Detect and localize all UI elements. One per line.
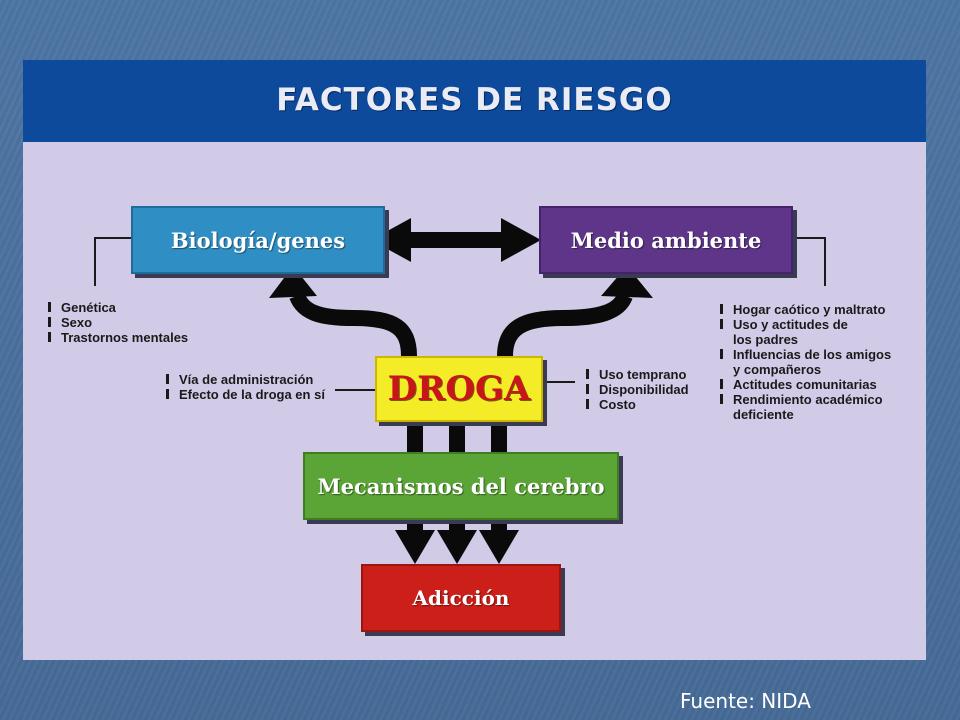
bullet-mark xyxy=(48,317,51,327)
bullet-mark xyxy=(586,369,589,379)
list-item: Sexo xyxy=(45,315,245,330)
list-item-text: deficiente xyxy=(733,407,794,422)
list-item-text: Sexo xyxy=(61,315,93,330)
list-item-text: Influencias de los amigos xyxy=(733,347,892,362)
list-item-text: Actitudes comunitarias xyxy=(733,377,877,392)
box-mecanismos-cerebro: Mecanismos del cerebro xyxy=(303,452,619,520)
list-droga-factors-right: Uso temprano Disponibilidad Costo xyxy=(583,367,733,412)
bullet-mark xyxy=(720,349,723,359)
diagram-connectors xyxy=(94,218,826,564)
bullet-mark xyxy=(48,332,51,342)
list-item-text: Vía de administración xyxy=(179,372,314,387)
bullet-mark xyxy=(720,394,723,404)
list-item-text: Rendimiento académico xyxy=(733,392,883,407)
list-item: Uso y actitudes de xyxy=(717,317,922,332)
down-arrow-3-head xyxy=(479,530,519,564)
bullet-mark xyxy=(586,384,589,394)
bracket-right xyxy=(789,237,826,286)
list-item-text: Costo xyxy=(599,397,636,412)
list-medio-factors: Hogar caótico y maltrato Uso y actitudes… xyxy=(717,302,922,422)
list-droga-factors-left: Vía de administración Efecto de la droga… xyxy=(163,372,363,402)
page-title: FACTORES DE RIESGO xyxy=(276,82,673,118)
diagram-panel: FACTORES DE RIESGO Biología/genes Medio … xyxy=(23,60,926,660)
source-caption: Fuente: NIDA xyxy=(680,689,811,713)
list-item: deficiente xyxy=(717,407,922,422)
list-item: Rendimiento académico xyxy=(717,392,922,407)
bullet-mark xyxy=(586,399,589,409)
curve-arrow-right-head xyxy=(601,266,653,298)
list-item: Uso temprano xyxy=(583,367,733,382)
list-item-text: Disponibilidad xyxy=(599,382,689,397)
box-adiccion: Adicción xyxy=(361,564,561,632)
list-item: Influencias de los amigos xyxy=(717,347,922,362)
list-item: los padres xyxy=(717,332,922,347)
list-item-text: los padres xyxy=(733,332,799,347)
box-biologia-genes: Biología/genes xyxy=(131,206,385,274)
list-item-text: Efecto de la droga en sí xyxy=(179,387,325,402)
curve-arrow-left xyxy=(289,292,417,357)
list-item-text: Uso y actitudes de xyxy=(733,317,848,332)
list-item: Vía de administración xyxy=(163,372,363,387)
bullet-mark xyxy=(720,319,723,329)
down-arrow-2-head xyxy=(437,530,477,564)
curve-arrow-left-head xyxy=(269,266,317,298)
list-item: Trastornos mentales xyxy=(45,330,245,345)
list-item-text: Uso temprano xyxy=(599,367,687,382)
curve-arrow-right xyxy=(497,292,633,357)
list-item-text: y compañeros xyxy=(733,362,822,377)
list-item-text: Genética xyxy=(61,300,116,315)
list-item: Actitudes comunitarias xyxy=(717,377,922,392)
bracket-left xyxy=(94,237,131,286)
list-biologia-factors: Genética Sexo Trastornos mentales xyxy=(45,300,245,345)
box-medio-ambiente: Medio ambiente xyxy=(539,206,793,274)
list-item: Genética xyxy=(45,300,245,315)
list-item: y compañeros xyxy=(717,362,922,377)
bullet-mark xyxy=(166,374,169,384)
list-item: Efecto de la droga en sí xyxy=(163,387,363,402)
header-bar: FACTORES DE RIESGO xyxy=(23,60,926,142)
list-item-text: Trastornos mentales xyxy=(61,330,189,345)
bullet-mark xyxy=(48,302,51,312)
list-item: Costo xyxy=(583,397,733,412)
list-item: Disponibilidad xyxy=(583,382,733,397)
double-arrow xyxy=(371,218,541,262)
list-item: Hogar caótico y maltrato xyxy=(717,302,922,317)
box-droga: DROGA xyxy=(375,356,543,422)
list-item-text: Hogar caótico y maltrato xyxy=(733,302,886,317)
down-arrow-1-head xyxy=(395,530,435,564)
bullet-mark xyxy=(166,389,169,399)
bullet-mark xyxy=(720,379,723,389)
bullet-mark xyxy=(720,304,723,314)
